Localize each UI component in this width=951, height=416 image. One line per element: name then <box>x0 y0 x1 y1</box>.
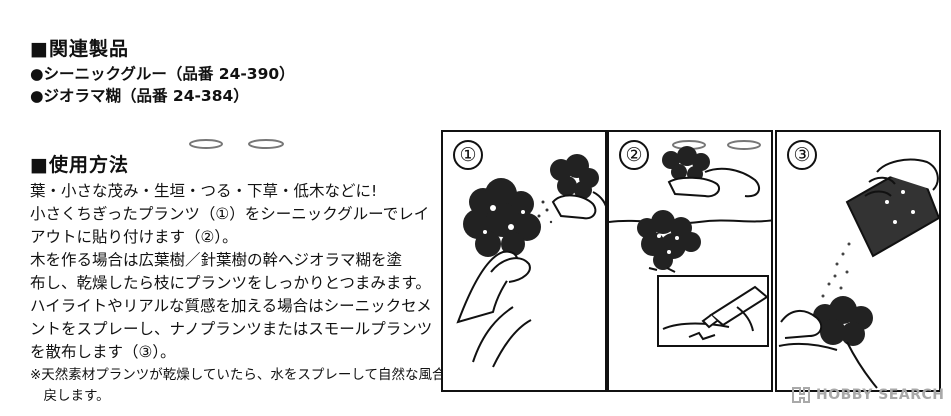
usage-heading: ■使用方法 <box>30 154 129 176</box>
usage-line: アウトに貼り付けます（②）。 <box>30 228 238 246</box>
usage-line: 布し、乾燥したら枝にプランツをしっかりとつまみます。 <box>30 274 431 292</box>
hobby-search-logo-icon <box>792 387 810 403</box>
illustration-panel-1: ① <box>441 130 607 392</box>
usage-line: 葉・小さな茂み・生垣・つる・下草・低木などに! <box>30 182 378 200</box>
sprinkling-plants-image <box>778 158 939 389</box>
usage-line: ハイライトやリアルな質感を加える場合はシーニックセメ <box>30 297 432 315</box>
glue-application-image <box>609 140 771 273</box>
related-product-item: ●シーニックグルー（品番 24-390） <box>30 65 295 83</box>
usage-line: 小さくちぎったプランツ（①）をシーニックグルーでレイ <box>30 205 430 223</box>
illustration-panel-3: ③ <box>775 130 941 392</box>
usage-line: 木を作る場合は広葉樹／針葉樹の幹へジオラマ糊を塗 <box>30 251 403 269</box>
usage-note-line: 戻します。 <box>30 388 110 404</box>
hobby-search-watermark: HOBBY SEARCH <box>790 384 944 406</box>
usage-note-line: ※天然素材プランツが乾燥していたら、水をスプレーして自然な風合いに <box>30 367 473 383</box>
illustration-panel-2: ② <box>607 130 773 392</box>
ring-parts-image <box>189 139 284 149</box>
related-product-item: ●ジオラマ糊（品番 24-384） <box>30 87 249 105</box>
usage-line: を散布します（③）。 <box>30 343 176 361</box>
glue-bottle-image <box>662 285 767 341</box>
watermark-text: HOBBY SEARCH <box>816 387 945 403</box>
step-number-2: ② <box>619 140 649 170</box>
usage-line: ントをスプレーし、ナノプランツまたはスモールプランツ <box>30 320 433 338</box>
step-number-3: ③ <box>787 140 817 170</box>
glue-bottle-inset <box>657 275 769 347</box>
related-products-heading: ■関連製品 <box>30 38 129 60</box>
hand-holding-plants-image <box>456 154 605 368</box>
step-number-1: ① <box>453 140 483 170</box>
